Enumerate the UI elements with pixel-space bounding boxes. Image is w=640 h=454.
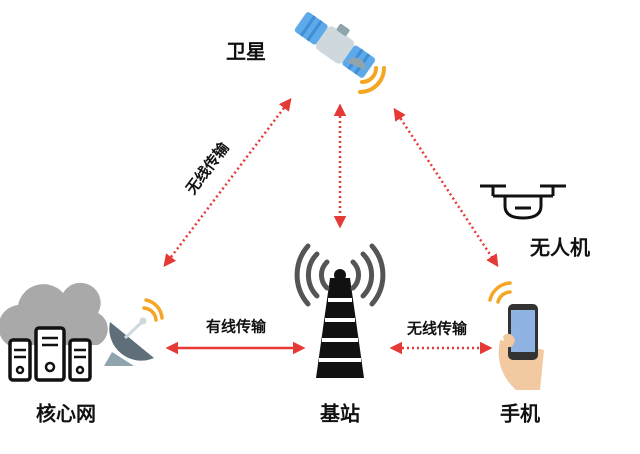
link-label-base-phone: 无线传输	[406, 319, 468, 338]
drone-label: 无人机	[530, 235, 590, 260]
drone-icon	[480, 184, 566, 220]
satellite-icon	[294, 12, 386, 94]
link-label-core-base: 有线传输	[205, 317, 267, 336]
phone-label: 手机	[500, 401, 540, 426]
base-station-label: 基站	[320, 401, 360, 426]
arrow-phone-satellite	[393, 107, 499, 268]
satellite-label: 卫星	[226, 39, 266, 64]
base-station-icon	[294, 243, 386, 378]
core-network-icon	[0, 282, 108, 382]
phone-icon	[488, 281, 544, 390]
satellite-dish-icon	[104, 298, 164, 366]
core-network-label: 核心网	[36, 401, 96, 426]
